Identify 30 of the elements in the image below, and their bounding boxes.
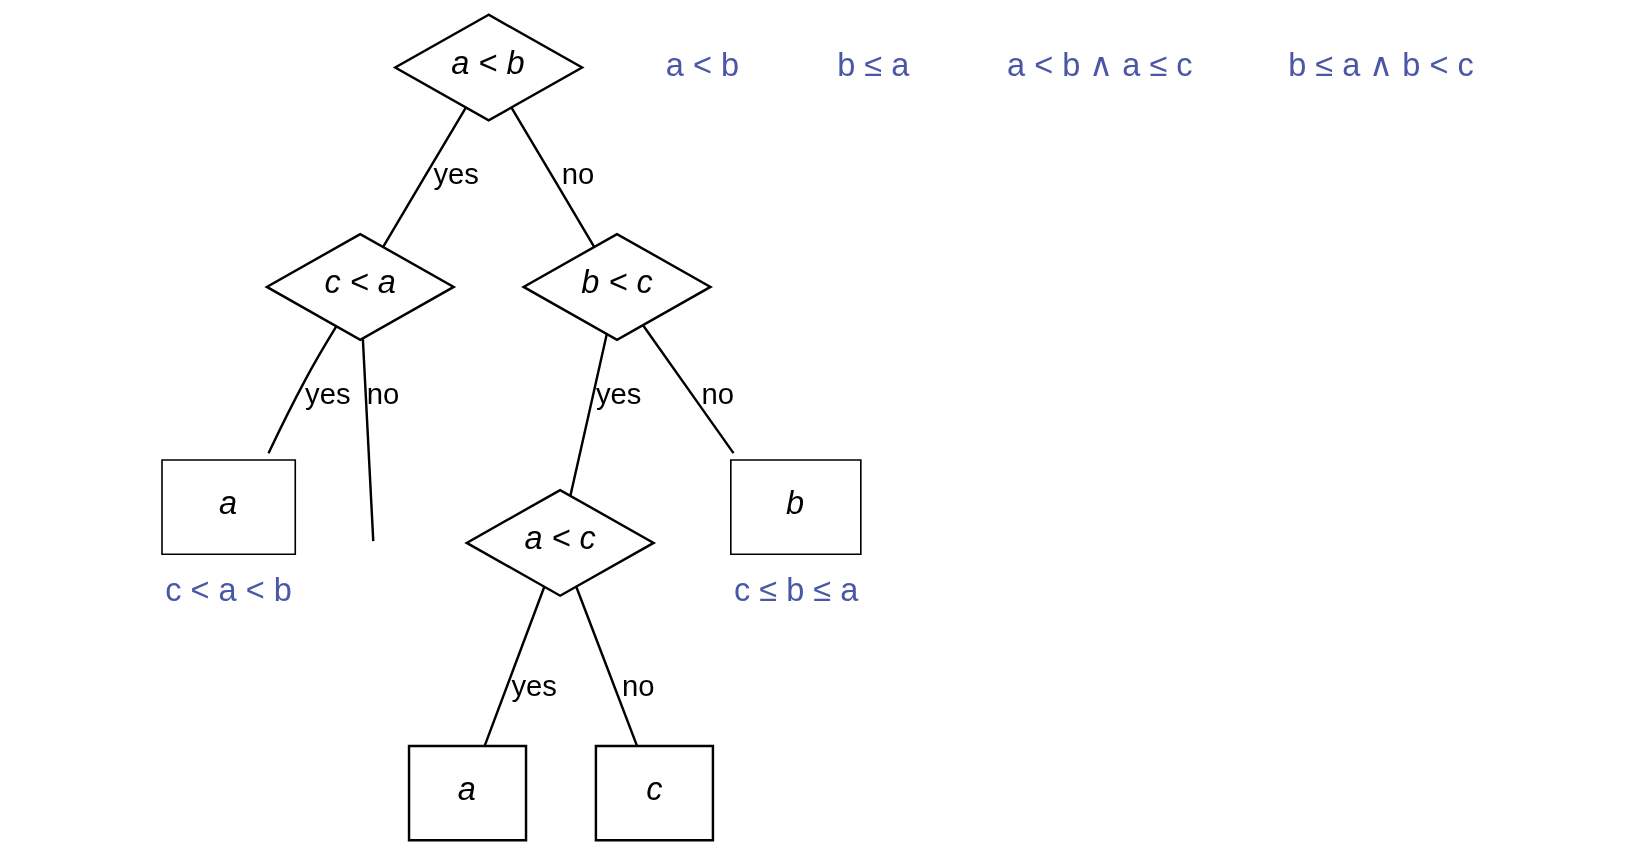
edge-label: no <box>701 377 735 410</box>
node-diamond: b < c <box>521 232 713 342</box>
connector <box>382 107 467 247</box>
node-box: a <box>161 459 297 556</box>
node-diamond: a < c <box>464 488 657 598</box>
node-label: c < a < b <box>165 572 292 609</box>
label: a < b <box>665 46 739 83</box>
connector <box>361 338 375 542</box>
node-diamond: c < a <box>264 232 457 342</box>
node-box: b <box>730 459 862 556</box>
node-diamond: a < b <box>392 13 585 122</box>
label: b ≤ a <box>837 46 910 83</box>
connector <box>483 586 546 747</box>
node-box: a <box>407 744 528 842</box>
edge-label: no <box>621 670 655 703</box>
connector <box>642 324 735 454</box>
edge-label: yes <box>595 377 642 410</box>
connector <box>510 107 595 247</box>
node-box: c <box>594 744 715 842</box>
edge-label: yes <box>305 377 351 410</box>
edge-label: yes <box>511 670 557 703</box>
label: a < b ∧ a ≤ c <box>1007 46 1193 83</box>
connector <box>267 325 338 454</box>
edge-label: no <box>561 158 595 191</box>
connector <box>575 586 639 747</box>
connector <box>569 334 608 497</box>
label: b ≤ a ∧ b < c <box>1288 46 1474 83</box>
edge-label: yes <box>433 158 479 191</box>
node-label: c ≤ b ≤ a <box>734 572 859 609</box>
edge-label: no <box>366 377 400 410</box>
